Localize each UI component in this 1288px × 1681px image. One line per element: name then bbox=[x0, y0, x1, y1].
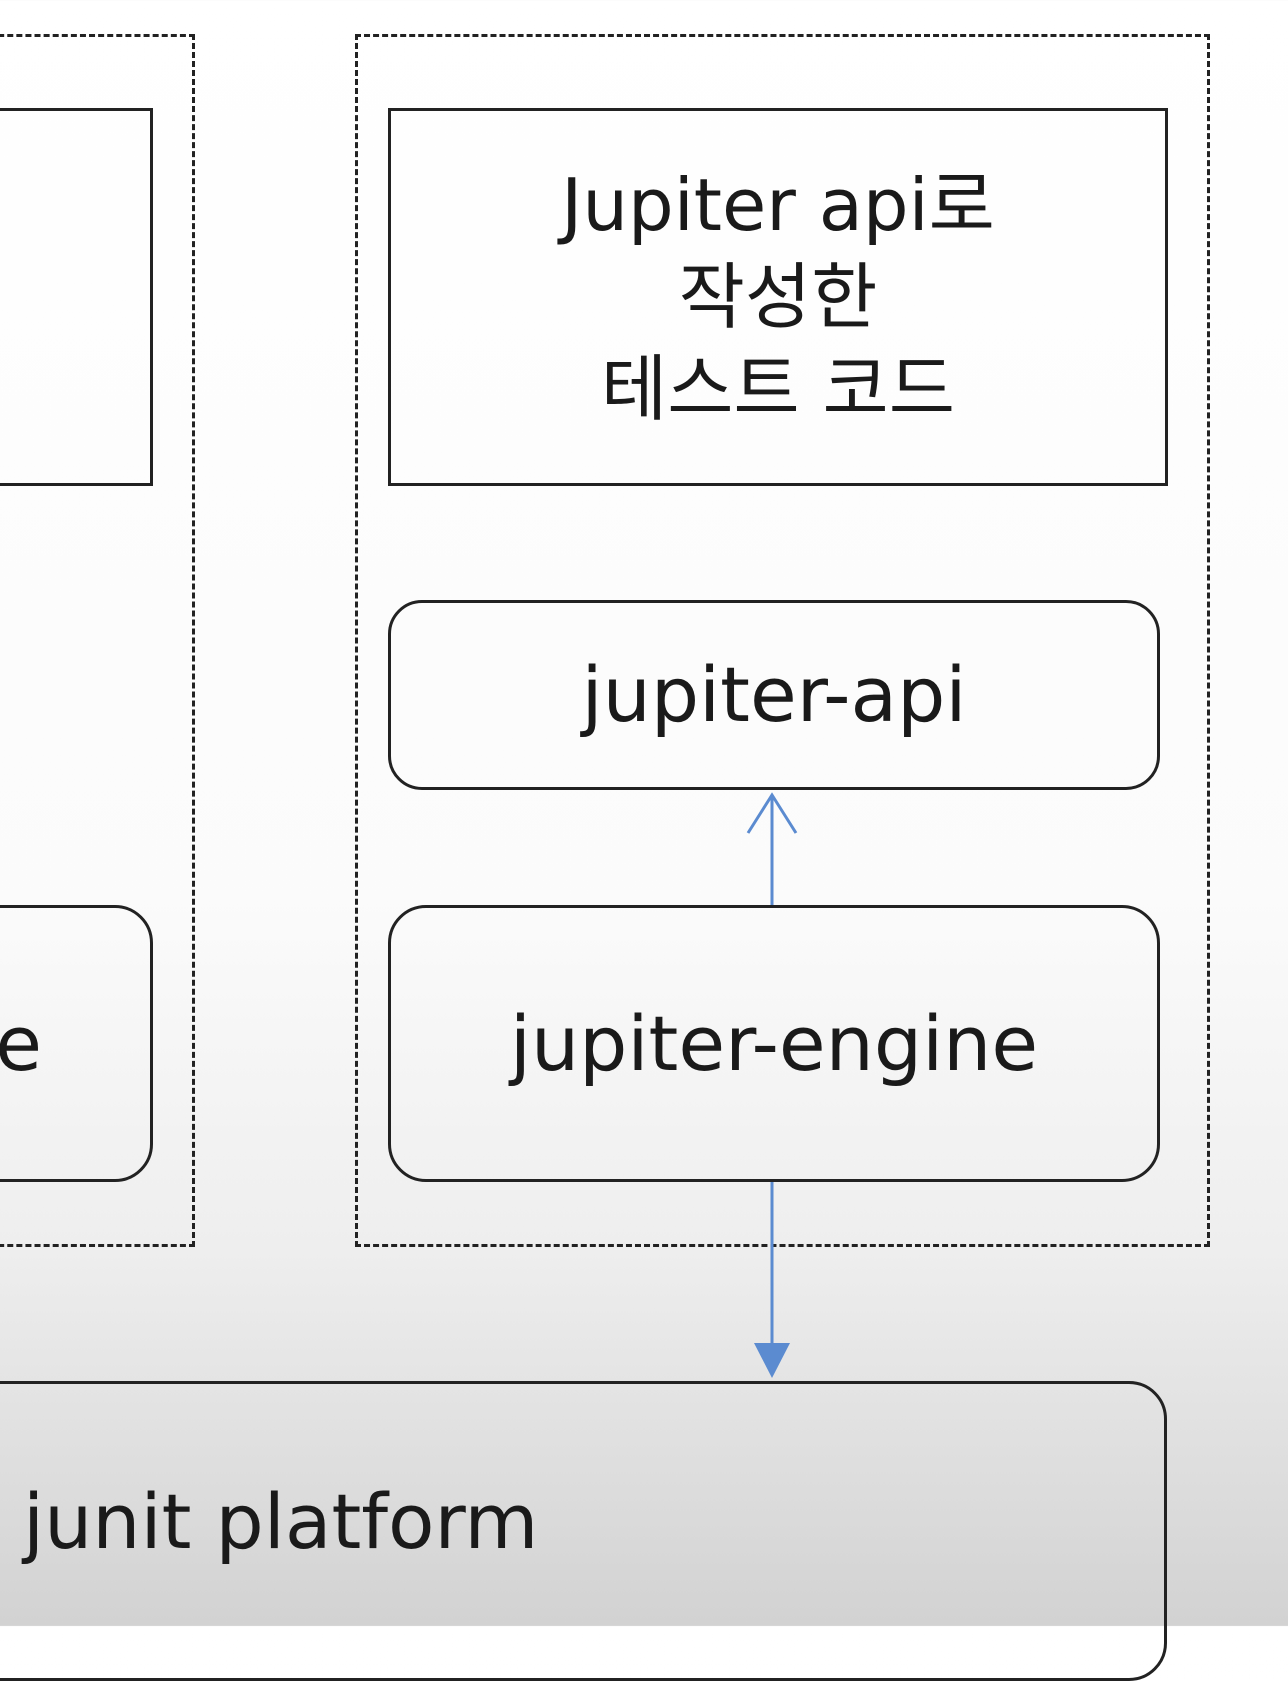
left-engine-label: e bbox=[0, 998, 42, 1088]
junit-platform-box: junit platform bbox=[0, 1381, 1167, 1681]
junit-platform-label: junit platform bbox=[23, 1477, 539, 1566]
jupiter-api-box: jupiter-api bbox=[388, 600, 1160, 790]
left-group-container bbox=[0, 34, 195, 1247]
engine-to-platform-arrowhead bbox=[754, 1343, 790, 1378]
left-test-code-box bbox=[0, 108, 153, 486]
test-code-line-2: 작성한 bbox=[678, 255, 878, 339]
jupiter-engine-box: jupiter-engine bbox=[388, 905, 1160, 1182]
left-engine-box: e bbox=[0, 905, 153, 1182]
test-code-line-3: 테스트 코드 bbox=[600, 347, 956, 431]
jupiter-test-code-box: Jupiter api로 작성한 테스트 코드 bbox=[388, 108, 1168, 486]
jupiter-engine-label: jupiter-engine bbox=[509, 998, 1039, 1088]
jupiter-api-label: jupiter-api bbox=[581, 650, 967, 739]
jupiter-group-container bbox=[355, 34, 1210, 1247]
test-code-line-1: Jupiter api로 bbox=[561, 163, 995, 247]
